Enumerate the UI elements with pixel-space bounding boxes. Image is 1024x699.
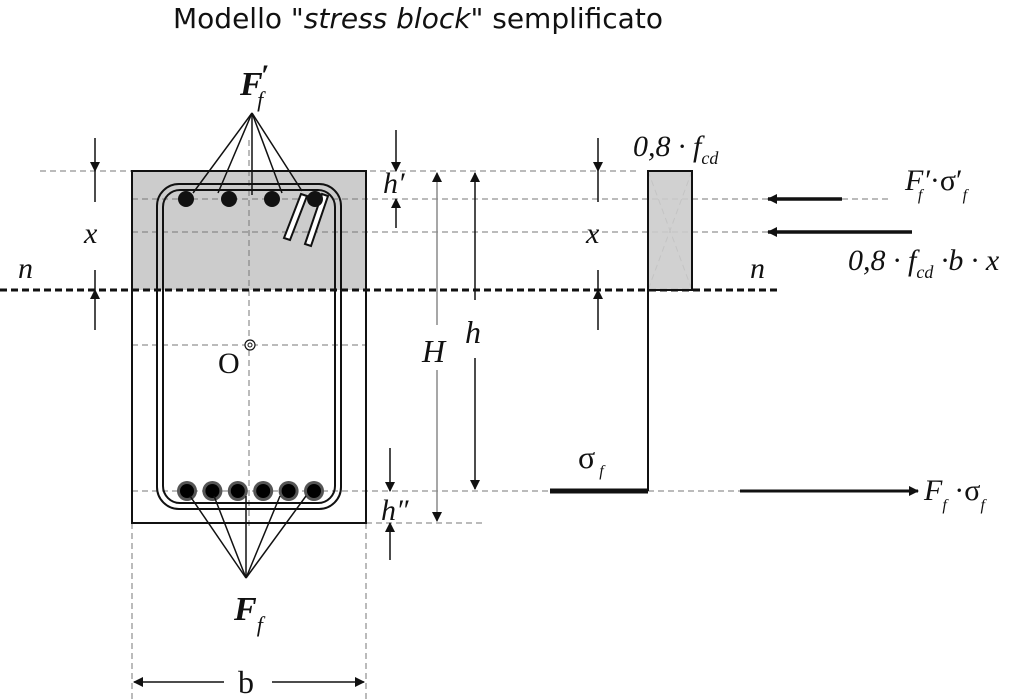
- x-label-left: x: [83, 217, 98, 250]
- width-label: b: [238, 664, 254, 699]
- concrete-force-label: 0,8 · fcd ·b · x: [848, 244, 1000, 282]
- centroid-icon: [244, 339, 256, 351]
- stress-block-label: 0,8 · fcd: [633, 130, 719, 168]
- top-rebar: [307, 191, 323, 207]
- bottom-rebar: [307, 484, 321, 498]
- stirrup-hooks: [282, 192, 330, 248]
- bottom-leader-lines: [189, 495, 307, 579]
- top-rebar: [221, 191, 237, 207]
- n-label-left: n: [18, 252, 33, 285]
- bottom-bars-label: Ff: [233, 591, 266, 637]
- h-prime-label: h′: [383, 167, 405, 200]
- bottom-steel-force-label: Ff ·σf: [923, 474, 987, 514]
- bottom-rebars: [177, 481, 324, 501]
- diagram-title: Modello "stress block" semplificato: [173, 2, 663, 35]
- top-rebar: [264, 191, 280, 207]
- centroid-label: O: [218, 347, 240, 380]
- section-outline: [131, 170, 367, 524]
- top-rebars: [178, 191, 323, 207]
- h-double-prime-label: h″: [381, 494, 409, 527]
- bottom-rebar: [180, 484, 194, 498]
- bottom-rebar: [230, 484, 245, 498]
- h-label: h: [465, 314, 481, 350]
- H-label: H: [421, 333, 447, 369]
- stress-block: [647, 170, 693, 291]
- bottom-rebar: [256, 484, 271, 498]
- top-leader-lines: [192, 112, 303, 195]
- bottom-rebar: [205, 484, 220, 498]
- bottom-rebar: [281, 484, 296, 498]
- x-label-right: x: [585, 217, 600, 250]
- top-steel-force-label: F′f ·σ′f: [904, 164, 970, 204]
- stirrup-inner: [162, 189, 336, 504]
- stirrup-outer: [156, 183, 342, 510]
- n-label-right: n: [750, 252, 765, 285]
- force-arrows: [740, 194, 919, 496]
- top-bars-label: F′f: [239, 59, 269, 112]
- top-rebar: [178, 191, 194, 207]
